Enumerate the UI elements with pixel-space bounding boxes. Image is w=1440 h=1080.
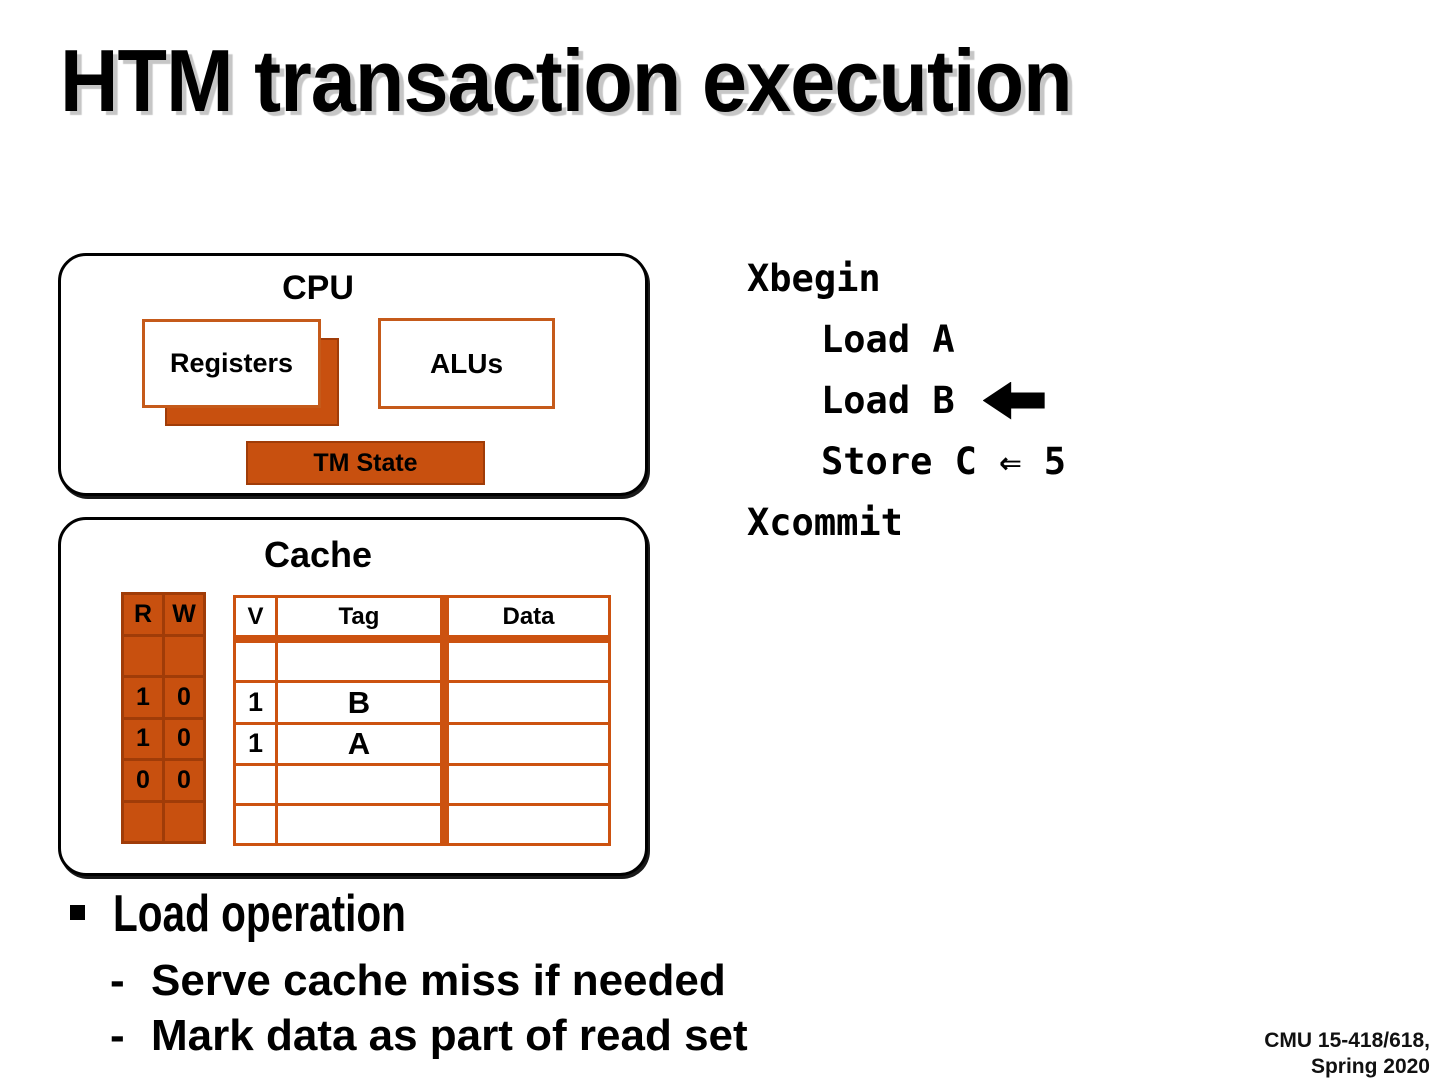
registers-label: Registers: [169, 348, 294, 378]
rw-cell: [121, 799, 165, 844]
rw-row: [121, 799, 206, 844]
rw-row: 0 0: [121, 758, 206, 803]
vtd-header-data: Data: [443, 595, 611, 644]
footer-term: Spring 2020: [1310, 1055, 1430, 1078]
rw-table: R W 1 0 1 0 0 0: [121, 592, 206, 844]
vtd-cell-tag: [275, 637, 449, 684]
cache-label: Cache: [263, 534, 373, 575]
slide-footer: CMU 15-418/618, Spring 2020: [1264, 1028, 1430, 1080]
sub-bullet-2: - Mark data as part of read set: [110, 1011, 748, 1061]
code-line-xcommit: Xcommit: [747, 492, 1066, 553]
rw-cell: 1: [121, 675, 165, 720]
tm-state-label: TM State: [313, 448, 418, 477]
cache-line-table: V Tag Data 1 B 1 A: [233, 595, 611, 847]
code-line-xbegin: Xbegin: [747, 248, 1066, 309]
sub-bullet-1: - Serve cache miss if needed: [110, 956, 726, 1006]
rw-cell: 0: [121, 758, 165, 803]
vtd-header-tag: Tag: [275, 595, 449, 644]
vtd-cell-v: [233, 762, 278, 806]
code-line-store-c: Store C ⇐ 5: [747, 431, 1066, 492]
tm-state-box: TM State: [246, 441, 485, 485]
vtd-cell-data: [443, 802, 611, 847]
code-line-load-b: Load B: [747, 370, 1066, 431]
alus-label: ALUs: [429, 347, 504, 379]
rw-header-w: W: [162, 592, 206, 637]
code-text: Xcommit: [747, 501, 903, 544]
vtd-cell-tag: B: [275, 680, 449, 725]
vtd-cell-v: 1: [233, 721, 278, 766]
vtd-header-row: V Tag Data: [233, 595, 611, 644]
vtd-header-v: V: [233, 595, 278, 644]
dash-icon: -: [110, 956, 125, 1005]
rw-cell: 0: [162, 716, 206, 761]
rw-cell: [121, 633, 165, 678]
vtd-row: 1 A: [233, 721, 611, 766]
vtd-row: [233, 762, 611, 806]
transaction-code-block: Xbegin Load A Load B Store C ⇐ 5 Xcommit: [747, 248, 1066, 553]
vtd-cell-data: [443, 762, 611, 806]
rw-cell: 1: [121, 716, 165, 761]
rw-header-r: R: [121, 592, 165, 637]
vtd-cell-v: [233, 802, 278, 847]
registers-box: Registers: [142, 319, 321, 408]
vtd-cell-tag: [275, 802, 449, 847]
vtd-cell-data: [443, 721, 611, 766]
vtd-cell-data: [443, 680, 611, 725]
code-text: Load B: [821, 379, 955, 422]
vtd-cell-v: 1: [233, 680, 278, 725]
vtd-row: [233, 802, 611, 847]
footer-course: CMU 15-418/618,: [1264, 1029, 1430, 1052]
vtd-cell-v: [233, 637, 278, 684]
vtd-row: 1 B: [233, 680, 611, 725]
vtd-cell-tag: A: [275, 721, 449, 766]
main-bullet-text: Load operation: [113, 885, 406, 943]
dash-icon: -: [110, 1011, 125, 1060]
code-line-load-a: Load A: [747, 309, 1066, 370]
cache-box: Cache R W 1 0 1 0 0 0: [58, 517, 648, 876]
slide-title: HTM transaction execution: [60, 31, 1073, 130]
cpu-label: CPU: [282, 269, 354, 307]
rw-cell: [162, 799, 206, 844]
cpu-box: CPU Registers ALUs TM State: [58, 253, 648, 496]
rw-cell: 0: [162, 675, 206, 720]
rw-row: [121, 633, 206, 678]
vtd-row: [233, 637, 611, 684]
sub-bullet-text: Serve cache miss if needed: [151, 956, 726, 1005]
rw-cell: [162, 633, 206, 678]
alus-box: ALUs: [378, 318, 555, 409]
vtd-cell-data: [443, 637, 611, 684]
code-text: Store C ⇐ 5: [821, 440, 1067, 483]
code-text: Xbegin: [747, 257, 881, 300]
rw-row: 1 0: [121, 716, 206, 761]
rw-row: 1 0: [121, 675, 206, 720]
vtd-cell-tag: [275, 762, 449, 806]
code-text: Load A: [821, 318, 955, 361]
rw-header-row: R W: [121, 592, 206, 637]
bullet-square-icon: [70, 905, 85, 920]
sub-bullet-text: Mark data as part of read set: [151, 1011, 748, 1060]
rw-cell: 0: [162, 758, 206, 803]
left-arrow-icon: [982, 381, 1045, 420]
